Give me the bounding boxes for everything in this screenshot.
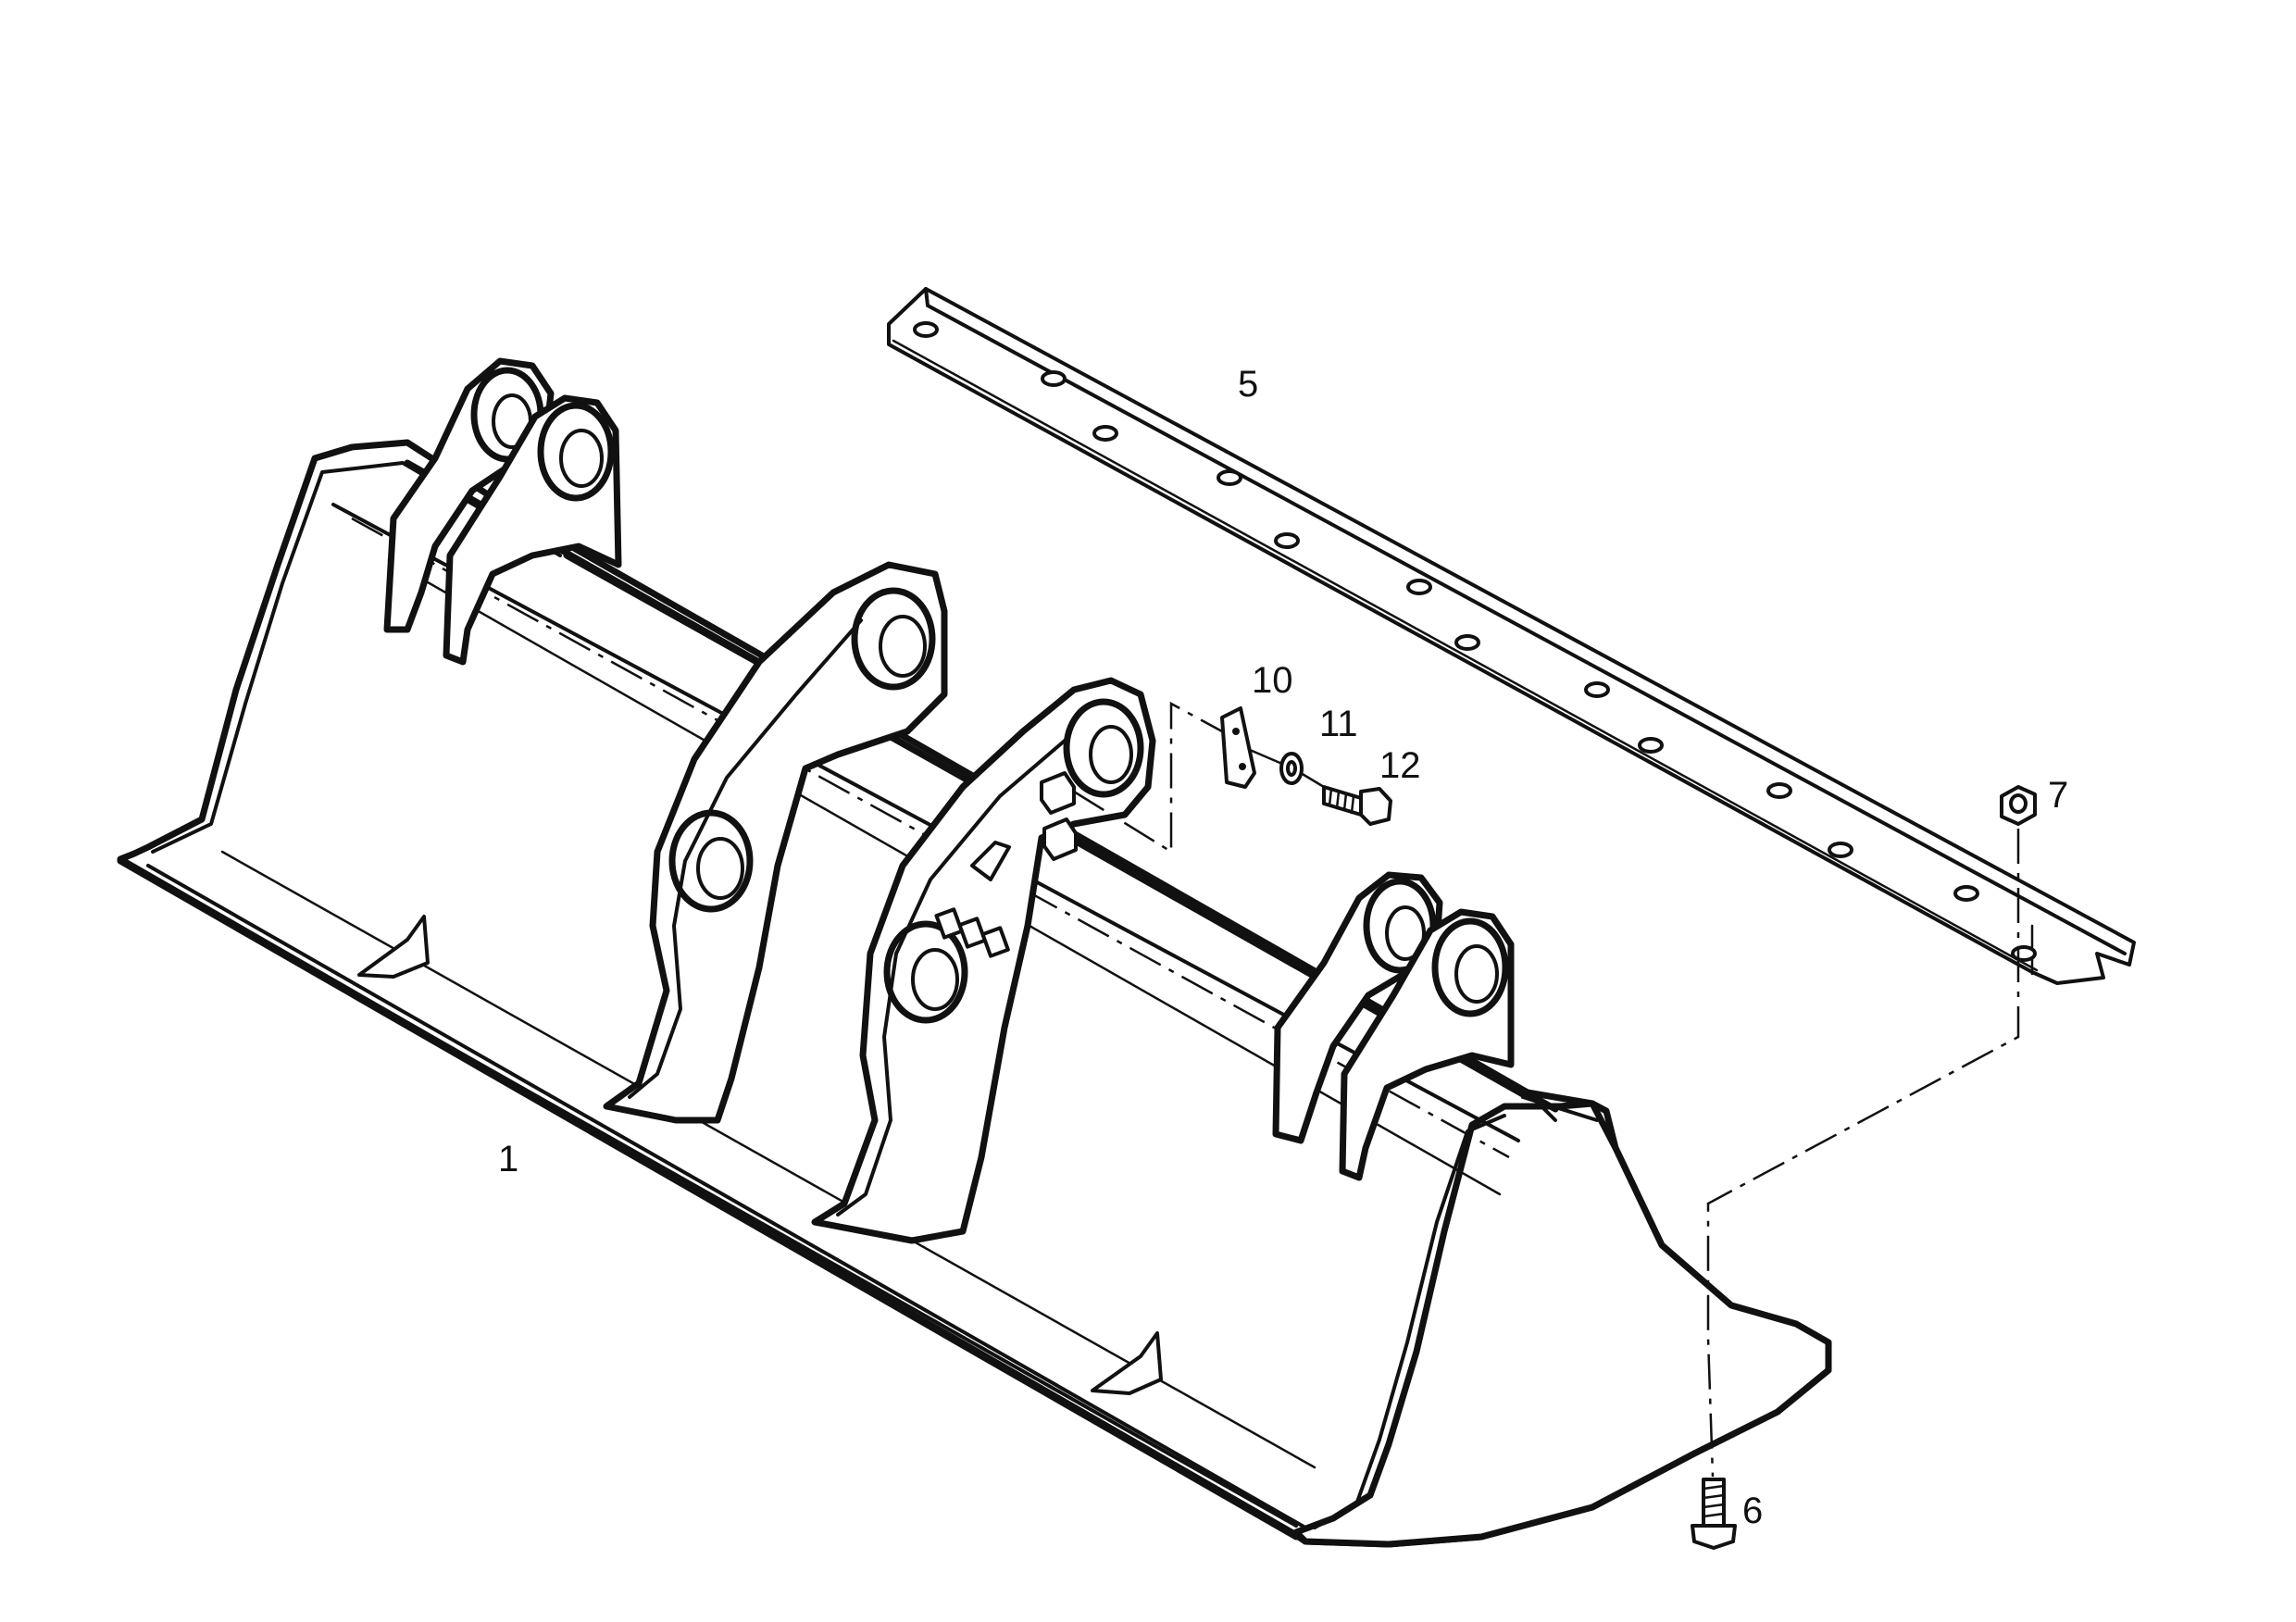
center-left-mount (603, 561, 948, 1124)
callout-7: 7 (2048, 775, 2068, 816)
nut-icon (2000, 785, 2037, 826)
washer-icon (1279, 752, 1304, 785)
right-hinge-ears (1272, 871, 1515, 1181)
left-hinge-ears (383, 357, 622, 666)
bolt-icon (1691, 1478, 1737, 1550)
callout-6: 6 (1742, 1491, 1763, 1531)
callout-5: 5 (1238, 364, 1258, 405)
center-right-mount (811, 677, 1156, 1244)
clip-icon (1220, 706, 1256, 789)
callout-12: 12 (1379, 745, 1421, 786)
bucket-icon (117, 357, 1832, 1548)
cutting-edge-icon (887, 287, 2136, 985)
screw-icon (1322, 785, 1392, 826)
callout-1: 1 (498, 1139, 518, 1179)
callout-11: 11 (1319, 704, 1358, 744)
callout-10: 10 (1252, 660, 1293, 701)
